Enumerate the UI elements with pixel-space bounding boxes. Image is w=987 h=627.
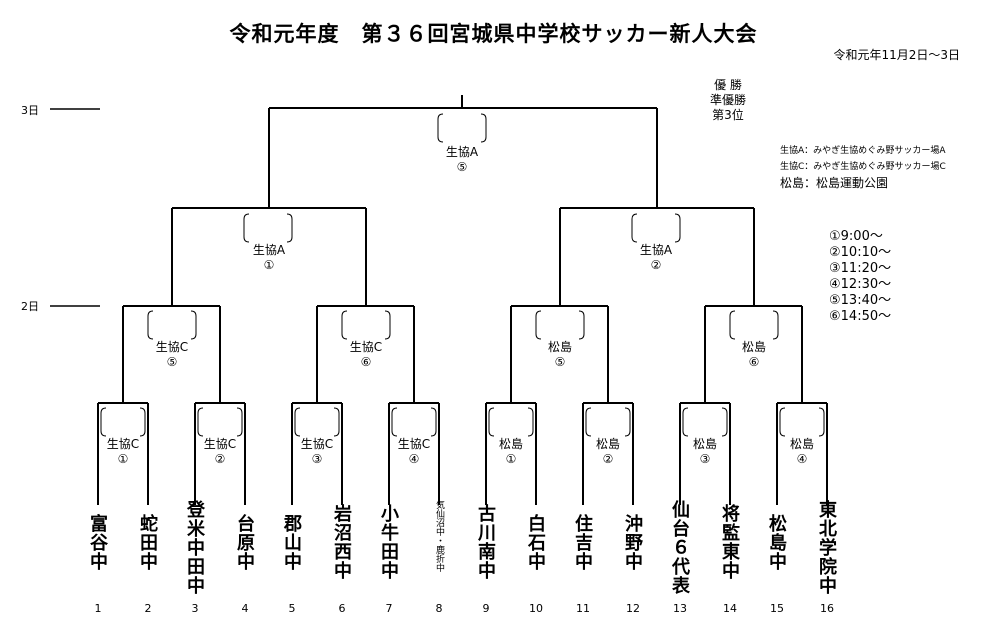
match-r1-7: 松島 ③	[670, 437, 740, 467]
match-venue: 生協C	[397, 437, 431, 451]
match-venue: 生協C	[349, 340, 383, 354]
match-r2-3: 松島 ⑤	[525, 340, 595, 370]
match-venue: 生協C	[155, 340, 189, 354]
match-venue: 松島	[789, 437, 814, 451]
match-number: ①	[263, 258, 275, 272]
team-name: 小牛田中	[378, 504, 399, 580]
venue-legend-item: 松島：松島運動公園	[780, 176, 889, 190]
team-seed: 9	[482, 602, 490, 615]
team-name: 岩沼西中	[331, 504, 352, 580]
third-place-label: 第3位	[712, 108, 744, 122]
match-final: 生協A ⑤	[427, 145, 497, 175]
team-name: 登米中田中	[184, 500, 205, 595]
match-venue: 松島	[692, 437, 717, 451]
match-venue: 生協A	[445, 145, 479, 159]
match-venue: 松島	[498, 437, 523, 451]
match-r2-4: 松島 ⑥	[719, 340, 789, 370]
time-slot: ③11:20～	[829, 261, 892, 276]
match-venue: 生協C	[203, 437, 237, 451]
team-seed: 2	[144, 602, 152, 615]
match-r1-1: 生協C ①	[88, 437, 158, 467]
venue-legend-item: 生協A：みやぎ生協めぐみ野サッカー場A	[780, 146, 946, 156]
match-venue: 生協A	[639, 243, 673, 257]
match-venue: 生協A	[252, 243, 286, 257]
time-slot: ④12:30～	[829, 277, 892, 292]
champion-label: 優 勝	[714, 78, 742, 92]
time-schedule: ①9:00～ ②10:10～ ③11:20～ ④12:30～ ⑤13:40～ ⑥…	[829, 229, 891, 325]
match-number: ④	[408, 452, 420, 466]
match-r1-8: 松島 ④	[767, 437, 837, 467]
team-name: 富谷中	[87, 514, 108, 571]
match-number: ①	[505, 452, 517, 466]
match-venue: 松島	[741, 340, 766, 354]
match-number: ②	[214, 452, 226, 466]
match-r2-1: 生協C ⑤	[137, 340, 207, 370]
team-seed: 6	[338, 602, 346, 615]
match-r1-4: 生協C ④	[379, 437, 449, 467]
match-number: ②	[602, 452, 614, 466]
team-name: 蛇田中	[137, 514, 158, 571]
team-seed: 8	[435, 602, 443, 615]
team-name: 古川南中	[475, 504, 496, 580]
time-slot: ⑥14:50～	[829, 309, 892, 324]
team-seed: 15	[770, 602, 784, 615]
match-r1-3: 生協C ③	[282, 437, 352, 467]
match-number: ②	[650, 258, 662, 272]
tournament-dates: 令和元年11月2日～3日	[833, 48, 960, 62]
match-number: ③	[311, 452, 323, 466]
team-name: 東北学院中	[816, 500, 837, 595]
time-slot: ①9:00～	[829, 229, 883, 244]
team-seed: 5	[288, 602, 296, 615]
match-venue: 松島	[547, 340, 572, 354]
page-title: 令和元年度 第３６回宮城県中学校サッカー新人大会	[229, 22, 758, 46]
match-number: ④	[796, 452, 808, 466]
match-number: ①	[117, 452, 129, 466]
match-venue: 松島	[595, 437, 620, 451]
match-venue: 生協C	[106, 437, 140, 451]
team-name: 松島中	[766, 514, 787, 571]
venue-legend: 生協A：みやぎ生協めぐみ野サッカー場A 生協C：みやぎ生協めぐみ野サッカー場C …	[780, 143, 946, 191]
day-label-3: 3日	[21, 104, 39, 117]
team-name: 台原中	[234, 514, 255, 571]
match-number: ⑤	[166, 355, 178, 369]
match-number: ⑥	[360, 355, 372, 369]
match-semi-1: 生協A ①	[234, 243, 304, 273]
match-r1-5: 松島 ①	[476, 437, 546, 467]
team-name: 仙台６代表	[669, 500, 690, 595]
time-slot: ⑤13:40～	[829, 293, 892, 308]
results-legend: 優 勝 準優勝 第3位	[698, 78, 758, 123]
team-seed: 3	[191, 602, 199, 615]
team-seed: 1	[94, 602, 102, 615]
match-venue: 生協C	[300, 437, 334, 451]
match-number: ⑤	[456, 160, 468, 174]
match-r2-2: 生協C ⑥	[331, 340, 401, 370]
team-name: 住吉中	[572, 514, 593, 571]
team-seed: 13	[673, 602, 687, 615]
team-seed: 14	[723, 602, 737, 615]
team-name: 沖野中	[622, 514, 643, 571]
day-label-2: 2日	[21, 300, 39, 313]
team-name: 将監東中	[719, 504, 740, 580]
team-seed: 16	[820, 602, 834, 615]
team-seed: 7	[385, 602, 393, 615]
team-seed: 10	[529, 602, 543, 615]
team-seed: 11	[576, 602, 590, 615]
team-seed: 4	[241, 602, 249, 615]
match-number: ③	[699, 452, 711, 466]
match-semi-2: 生協A ②	[621, 243, 691, 273]
team-name: 白石中	[525, 514, 546, 571]
team-name: 気仙沼中・鹿折中	[434, 500, 444, 572]
runner-up-label: 準優勝	[709, 93, 746, 107]
venue-legend-item: 生協C：みやぎ生協めぐみ野サッカー場C	[780, 162, 946, 172]
match-number: ⑤	[554, 355, 566, 369]
team-seed: 12	[626, 602, 640, 615]
match-r1-6: 松島 ②	[573, 437, 643, 467]
match-r1-2: 生協C ②	[185, 437, 255, 467]
match-number: ⑥	[748, 355, 760, 369]
team-name: 郡山中	[281, 514, 302, 571]
time-slot: ②10:10～	[829, 245, 892, 260]
